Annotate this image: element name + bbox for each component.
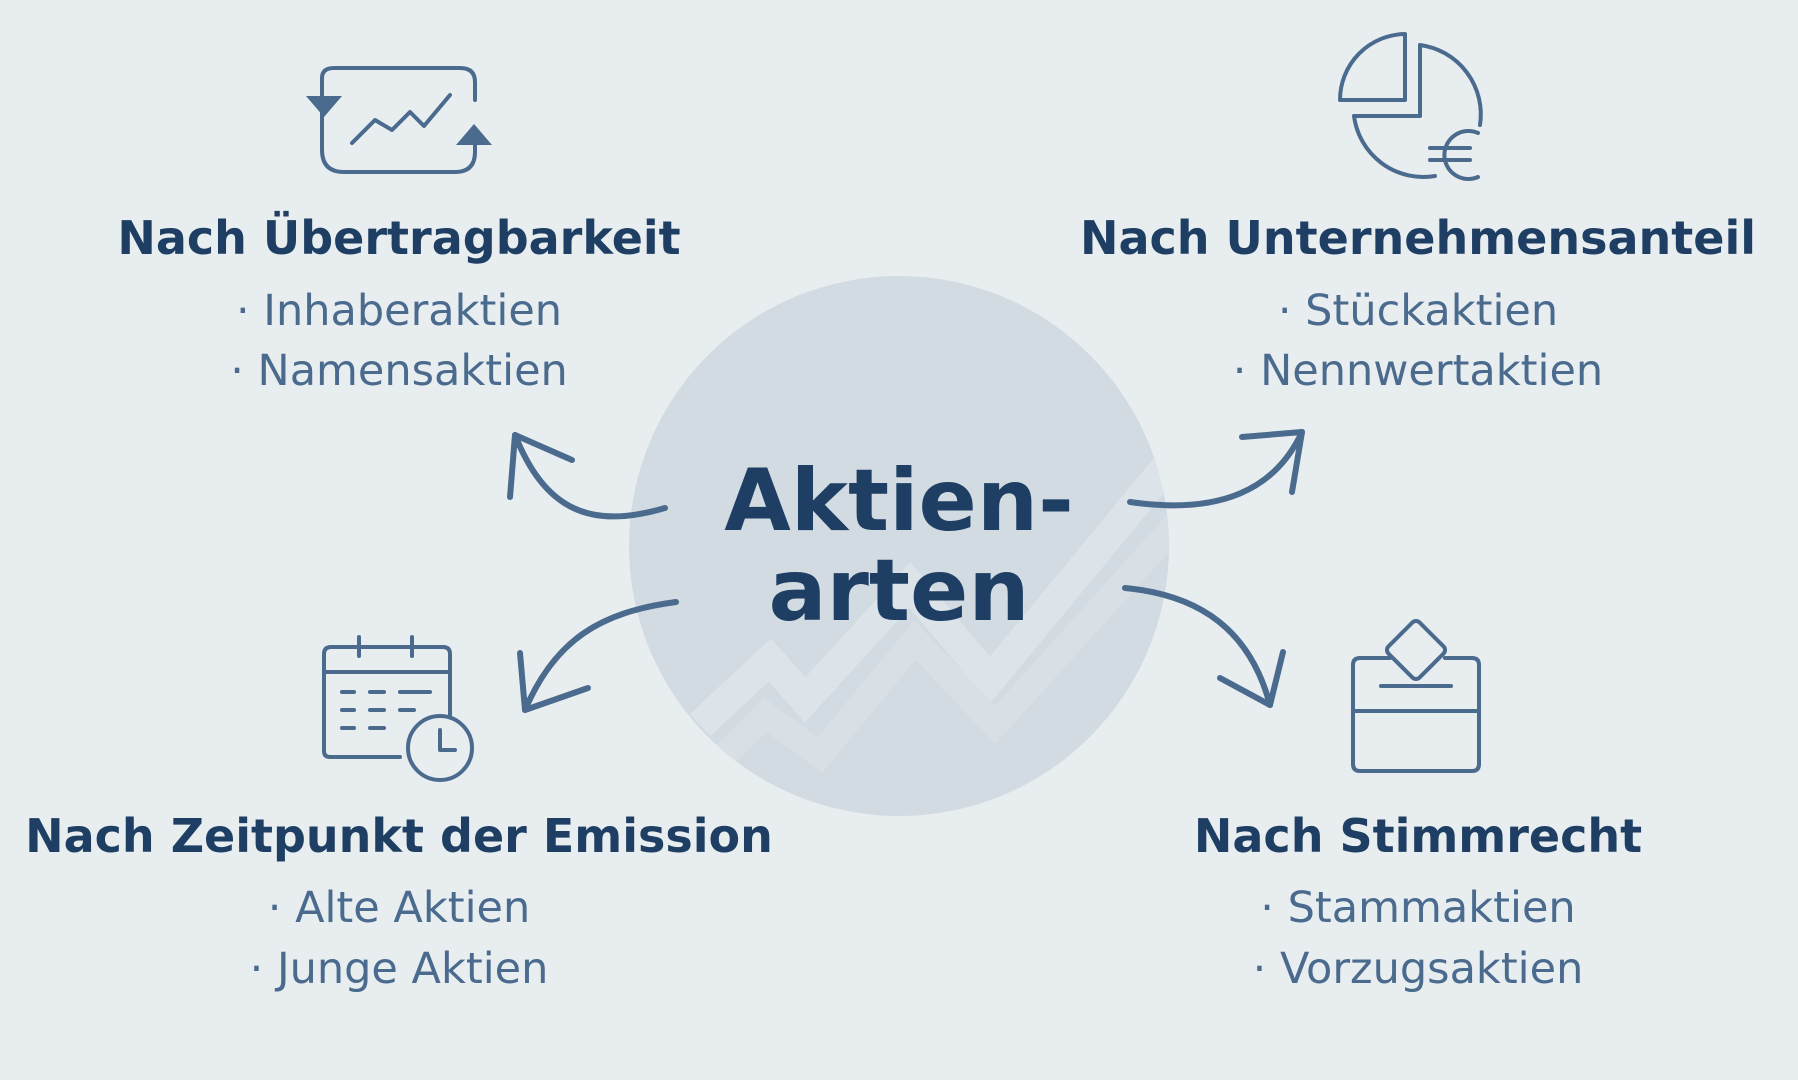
center-title-line1: Aktien- bbox=[724, 451, 1074, 551]
arrow-bottom-left bbox=[517, 599, 679, 713]
arrows bbox=[507, 429, 1305, 713]
category-company-share: Nach Unternehmensanteil · Stückaktien · … bbox=[1080, 32, 1756, 396]
category-item: · Vorzugsaktien bbox=[1253, 944, 1584, 994]
category-item: · Inhaberaktien bbox=[236, 286, 562, 336]
category-emission-time: Nach Zeitpunkt der Emission · Alte Aktie… bbox=[25, 635, 773, 994]
calendar-clock-icon bbox=[322, 635, 474, 782]
arrow-top-right bbox=[1127, 429, 1305, 509]
category-transferability: Nach Übertragbarkeit · Inhaberaktien · N… bbox=[117, 66, 681, 396]
category-item: · Nennwertaktien bbox=[1233, 346, 1603, 396]
category-item: · Junge Aktien bbox=[250, 944, 549, 994]
ballot-box-icon bbox=[1351, 618, 1481, 773]
arrow-bottom-right bbox=[1122, 585, 1286, 708]
category-heading: Nach Unternehmensanteil bbox=[1080, 211, 1756, 265]
center-title-line2: arten bbox=[768, 541, 1029, 641]
category-item: · Stammaktien bbox=[1260, 883, 1575, 933]
category-heading: Nach Übertragbarkeit bbox=[117, 211, 680, 265]
center-node: Aktien- arten bbox=[629, 276, 1169, 816]
category-item: · Alte Aktien bbox=[268, 883, 531, 933]
category-heading: Nach Stimmrecht bbox=[1194, 809, 1642, 863]
chart-watermark bbox=[689, 440, 1169, 773]
category-voting-right: Nach Stimmrecht · Stammaktien · Vorzugsa… bbox=[1194, 618, 1642, 994]
category-item: · Stückaktien bbox=[1278, 286, 1558, 336]
pie-chart-euro-icon bbox=[1338, 32, 1483, 181]
category-heading: Nach Zeitpunkt der Emission bbox=[25, 809, 773, 863]
stock-exchange-icon bbox=[306, 66, 492, 174]
arrow-top-left bbox=[507, 432, 668, 520]
category-item: · Namensaktien bbox=[230, 346, 568, 396]
